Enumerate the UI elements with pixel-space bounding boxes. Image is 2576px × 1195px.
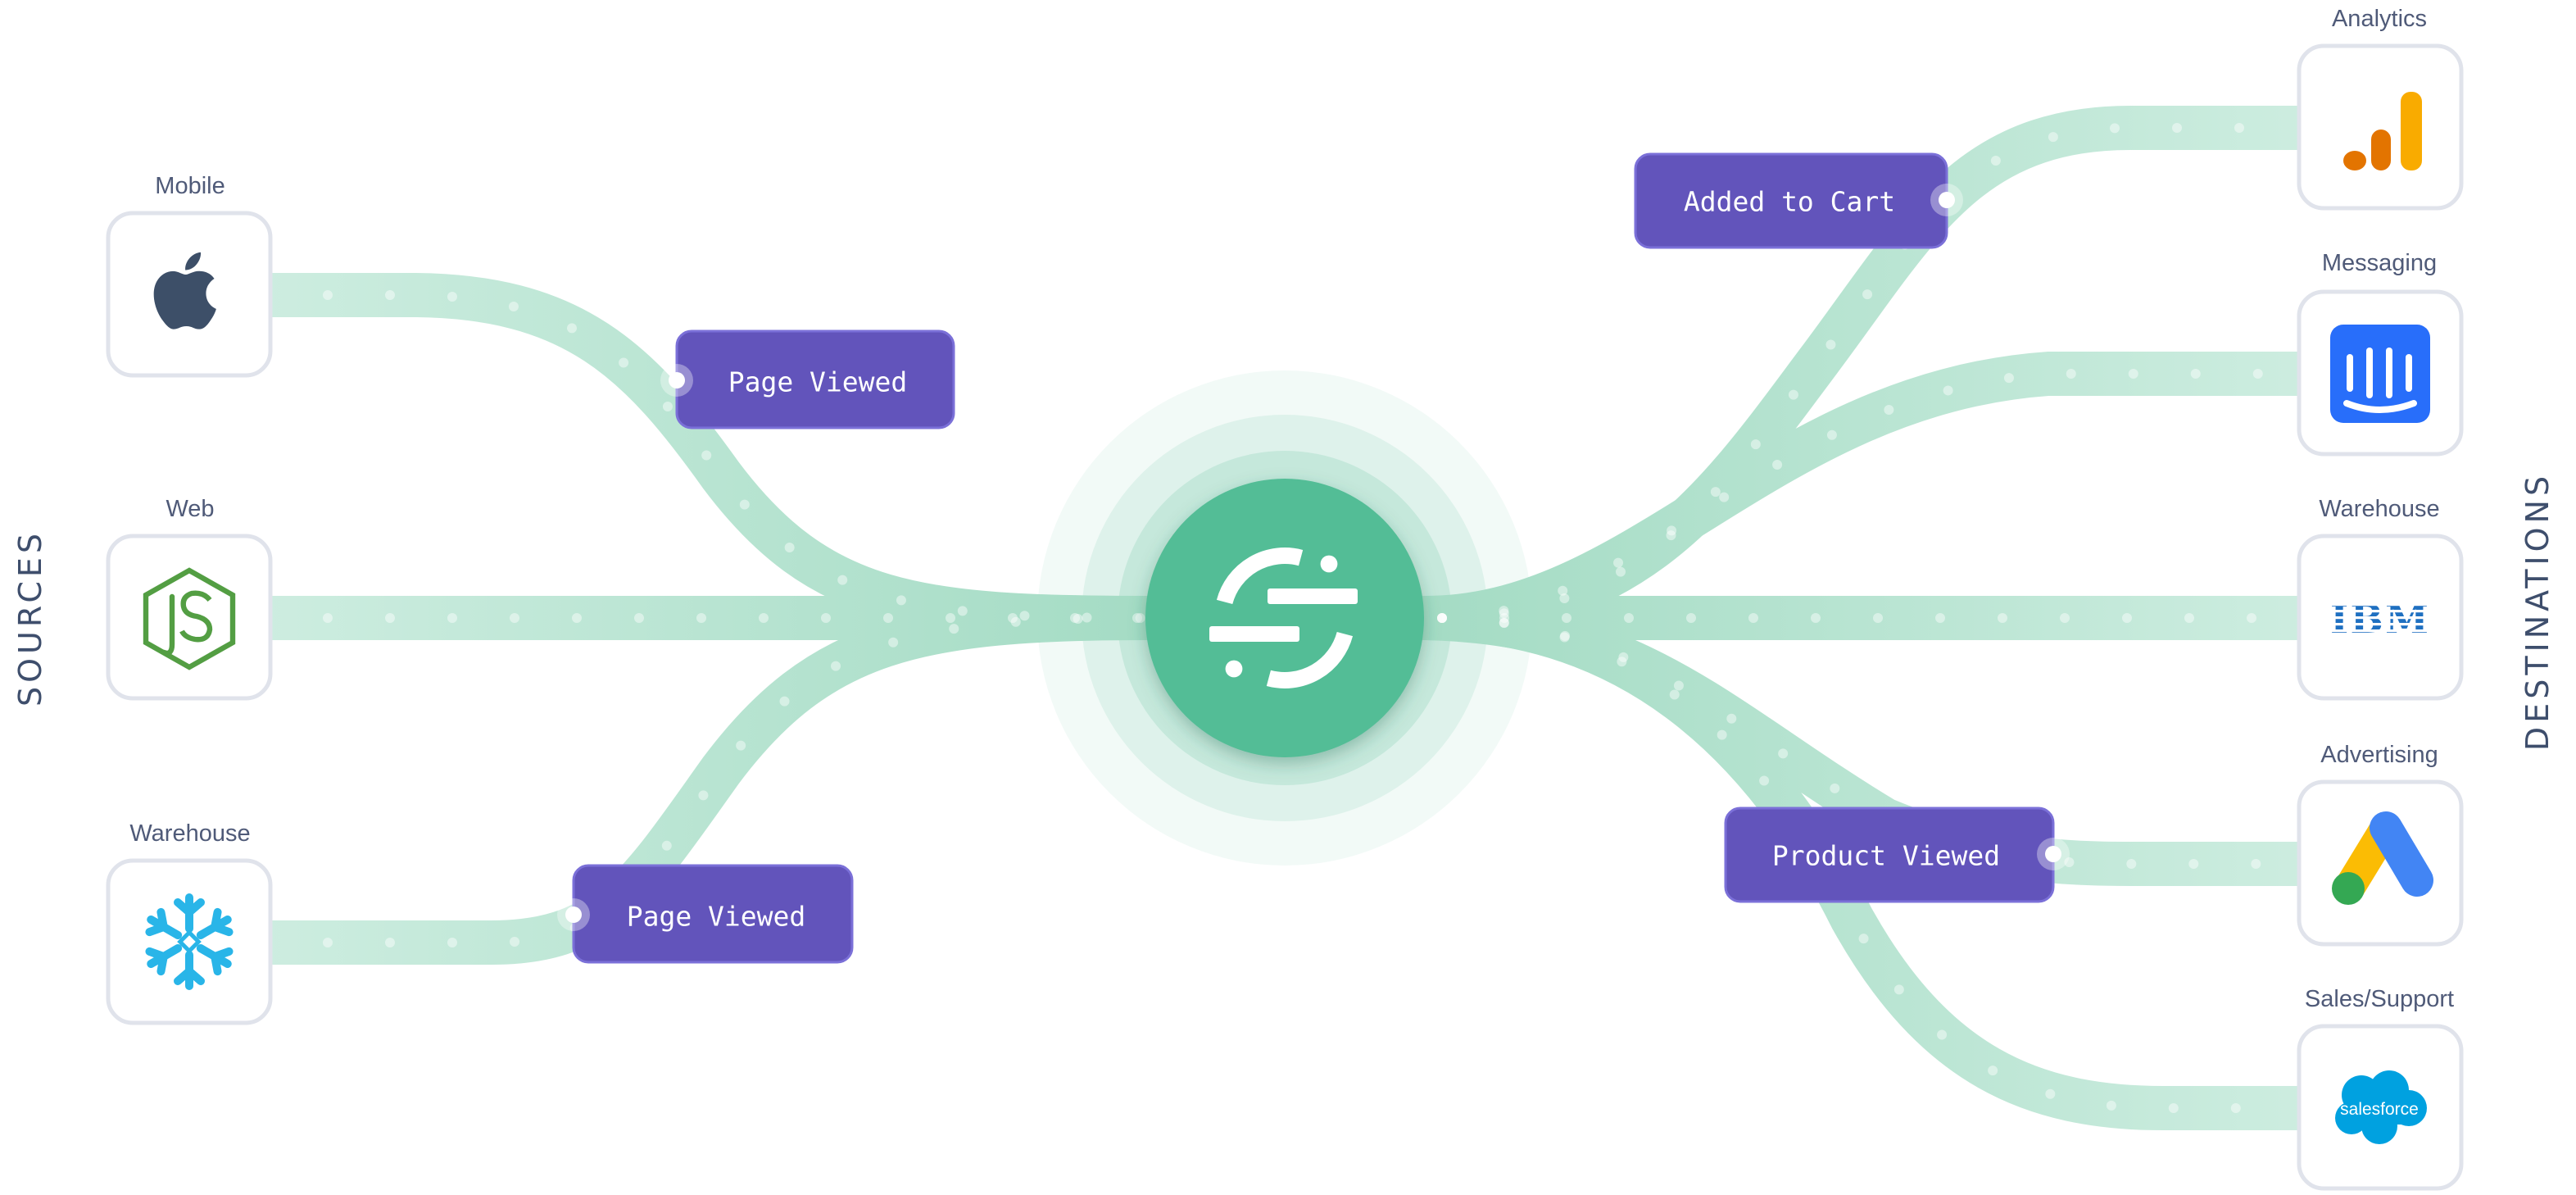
destination-label: Sales/Support <box>2305 986 2454 1012</box>
band-dots <box>1437 613 2266 1113</box>
source-mobile[interactable]: Mobile <box>106 173 273 378</box>
event-label: Added to Cart <box>1684 186 1895 218</box>
destination-advertising[interactable]: Advertising <box>2297 742 2464 947</box>
source-label: Mobile <box>155 173 224 199</box>
event-page-viewed-warehouse[interactable]: Page Viewed <box>557 864 854 964</box>
destination-analytics[interactable]: Analytics <box>2297 6 2464 211</box>
salesforce-wordmark: salesforce <box>2340 1100 2419 1119</box>
destination-label: Advertising <box>2320 742 2438 768</box>
band-salesforce <box>1425 596 2307 1130</box>
ibm-stripes <box>2327 603 2435 633</box>
segment-hub[interactable] <box>1145 479 1424 757</box>
segment-logo-icon <box>1209 548 1358 688</box>
destination-label: Analytics <box>2332 6 2427 32</box>
event-product-viewed[interactable]: Product Viewed <box>1724 807 2070 903</box>
destination-label: Messaging <box>2322 250 2437 276</box>
event-page-viewed-mobile[interactable]: Page Viewed <box>660 329 955 429</box>
event-label: Page Viewed <box>627 901 806 933</box>
band-dots <box>1437 369 2266 623</box>
event-added-to-cart[interactable]: Added to Cart <box>1634 152 1963 249</box>
source-warehouse[interactable]: Warehouse <box>106 820 273 1025</box>
band-messaging <box>1425 352 2307 640</box>
snowflake-icon <box>145 893 234 986</box>
google-ads-icon <box>2332 811 2433 905</box>
destination-warehouse[interactable]: Warehouse IBM <box>2297 496 2464 701</box>
sources-heading: SOURCES <box>12 529 48 707</box>
band-dots <box>323 290 1152 623</box>
nodejs-icon <box>143 567 236 670</box>
destination-label: Warehouse <box>2319 496 2439 522</box>
source-web[interactable]: Web <box>106 496 273 701</box>
event-label: Page Viewed <box>728 366 908 398</box>
destination-sales-support[interactable]: Sales/Support salesforce <box>2297 986 2464 1191</box>
flow-bands <box>262 106 2307 1130</box>
intercom-icon <box>2330 325 2430 423</box>
apple-icon <box>153 252 216 329</box>
destination-messaging[interactable]: Messaging <box>2297 250 2464 457</box>
destinations-heading: DESTINATIONS <box>2519 472 2556 751</box>
google-analytics-icon <box>2343 92 2422 170</box>
source-label: Web <box>166 496 214 522</box>
event-label: Product Viewed <box>1772 840 2000 872</box>
salesforce-icon: salesforce <box>2335 1070 2427 1144</box>
source-label: Warehouse <box>129 820 250 847</box>
